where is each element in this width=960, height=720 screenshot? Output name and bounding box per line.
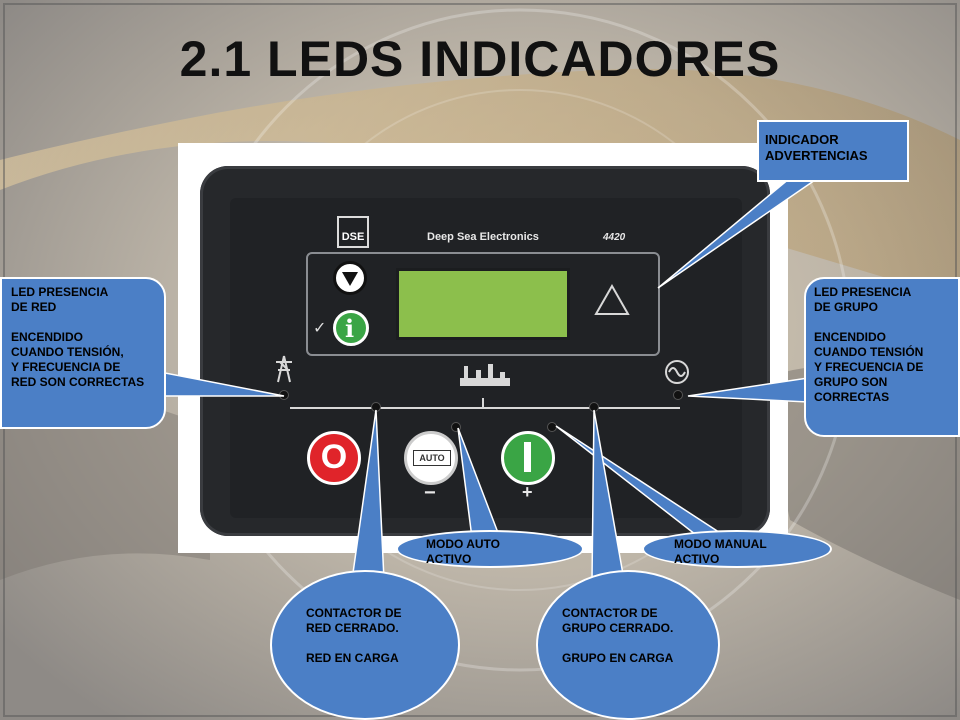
info-icon: i bbox=[345, 314, 355, 343]
callout-modo-manual: MODO MANUAL ACTIVO bbox=[642, 530, 832, 568]
callout-indicador-advertencias: INDICADOR ADVERTENCIAS bbox=[757, 120, 909, 182]
callout-modo-auto: MODO AUTO ACTIVO bbox=[396, 530, 584, 568]
led-mains-available bbox=[279, 390, 289, 400]
led-manual-mode bbox=[547, 422, 557, 432]
led-generator-contactor bbox=[589, 402, 599, 412]
led-auto-mode bbox=[451, 422, 461, 432]
dse-logo: DSE bbox=[337, 216, 369, 248]
led-mains-contactor bbox=[371, 402, 381, 412]
info-button[interactable] bbox=[333, 310, 369, 346]
callout-led-presencia-grupo: LED PRESENCIA DE GRUPO ENCENDIDO CUANDO … bbox=[804, 277, 960, 437]
callout-led-presencia-red: LED PRESENCIA DE RED ENCENDIDO CUANDO TE… bbox=[0, 277, 166, 429]
minus-label: − bbox=[424, 482, 436, 504]
stop-icon: O bbox=[320, 438, 348, 476]
start-icon bbox=[524, 442, 531, 472]
plus-label: + bbox=[522, 482, 533, 502]
lcd-screen bbox=[396, 268, 570, 340]
display-frame bbox=[306, 252, 660, 356]
led-generator-available bbox=[673, 390, 683, 400]
callout-contactor-red: CONTACTOR DE RED CERRADO. RED EN CARGA bbox=[270, 570, 460, 720]
model-number: 4420 bbox=[603, 232, 626, 243]
scroll-down-button[interactable] bbox=[333, 261, 367, 295]
callout-contactor-grupo: CONTACTOR DE GRUPO CERRADO. GRUPO EN CAR… bbox=[536, 570, 720, 720]
brand-name: Deep Sea Electronics bbox=[427, 231, 539, 243]
auto-button-label: AUTO bbox=[413, 450, 451, 466]
controller-face bbox=[230, 198, 742, 518]
check-icon: ✓ bbox=[313, 318, 327, 337]
slide-title: 2.1 LEDS INDICADORES bbox=[179, 31, 781, 87]
